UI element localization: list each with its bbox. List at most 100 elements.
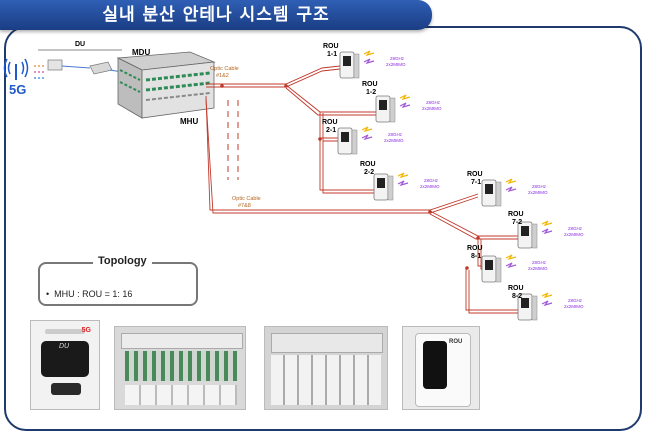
signal-icon	[361, 126, 373, 133]
fiveg-label: 5G	[9, 82, 26, 97]
du-photo-brand: 5G	[81, 327, 91, 334]
optic-cable-1-label: Optic Cable	[210, 66, 239, 72]
antenna-5g-icon	[3, 58, 29, 80]
mhu-label: MHU	[180, 117, 198, 126]
rou-mimo: 2x2MIMO	[384, 138, 404, 143]
rou-screen	[521, 226, 529, 236]
signal-icon	[541, 228, 553, 235]
rou-frequency: 28GHz	[532, 184, 547, 189]
rou-device-side	[387, 175, 394, 201]
rou-id: 8-2	[512, 293, 522, 300]
rou-device-side	[389, 97, 396, 123]
du-photo-label: DU	[59, 343, 70, 350]
rou-screen	[485, 184, 493, 194]
rou-frequency: 28GHz	[532, 260, 547, 265]
rou-frequency: 28GHz	[568, 226, 583, 231]
topology-ratio-text: MHU : ROU = 1: 16	[54, 289, 133, 299]
rou-name: ROU	[323, 43, 339, 50]
title-bar	[0, 0, 432, 30]
rou-frequency: 28GHz	[426, 100, 441, 105]
rou-name: ROU	[360, 161, 376, 168]
rou-screen	[379, 100, 387, 110]
du-device-small	[47, 59, 63, 71]
rou-name: ROU	[467, 245, 483, 252]
rou-device-side	[351, 129, 358, 155]
signal-icon	[399, 94, 411, 101]
page-title: 실내 분산 안테나 시스템 구조	[102, 5, 330, 25]
signal-icon	[505, 178, 517, 185]
rou-screen	[485, 260, 493, 270]
topology-ratio: • MHU : ROU = 1: 16	[46, 289, 133, 299]
rou-id: 8-1	[471, 253, 481, 260]
rou-id: 1-2	[366, 89, 376, 96]
du-group: DU 5G	[3, 41, 123, 97]
rou-name: ROU	[508, 211, 524, 218]
rou-frequency: 28GHz	[390, 56, 405, 61]
rou-device-side	[495, 257, 502, 283]
signal-icon	[541, 300, 553, 307]
du-label: DU	[75, 41, 85, 48]
rou-screen	[521, 298, 529, 308]
mdu-photo-side	[264, 326, 388, 410]
rou-id: 7-1	[471, 179, 481, 186]
rou-mimo: 2x2MIMO	[528, 266, 548, 271]
topology-box	[38, 262, 198, 306]
rou-id: 1-1	[327, 51, 337, 58]
rou-id: 7-2	[512, 219, 522, 226]
signal-icon	[505, 254, 517, 261]
signal-icon	[363, 50, 375, 57]
rou-mimo: 2x2MIMO	[420, 184, 440, 189]
rou-device-side	[531, 295, 538, 321]
rou-photo-label: ROU	[449, 339, 463, 345]
rou-frequency: 28GHz	[424, 178, 439, 183]
signal-icon	[541, 292, 553, 299]
mdu-photo-front	[114, 326, 246, 410]
rou-layer: ROU1-128GHz2x2MIMOROU1-228GHz2x2MIMOROU2…	[322, 43, 584, 321]
rou-device-side	[353, 53, 360, 79]
rou-frequency: 28GHz	[388, 132, 403, 137]
signal-icon	[397, 172, 409, 179]
rou-mimo: 2x2MIMO	[564, 232, 584, 237]
rou-name: ROU	[322, 119, 338, 126]
signal-icon	[363, 58, 375, 65]
signal-icon	[397, 180, 409, 187]
rou-name: ROU	[362, 81, 378, 88]
optic-cables	[205, 65, 518, 314]
rou-photo: ROU	[402, 326, 480, 410]
rou-mimo: 2x2MIMO	[422, 106, 442, 111]
signal-icon	[399, 102, 411, 109]
rou-screen	[377, 178, 385, 188]
signal-icon	[541, 220, 553, 227]
rou-mimo: 2x2MIMO	[564, 304, 584, 309]
topology-title: Topology	[93, 255, 152, 267]
rou-mimo: 2x2MIMO	[386, 62, 406, 67]
signal-icon	[505, 186, 517, 193]
mdu-rack	[116, 51, 216, 119]
rou-name: ROU	[508, 285, 524, 292]
rou-screen	[343, 56, 351, 66]
rou-frequency: 28GHz	[568, 298, 583, 303]
rou-device-side	[531, 223, 538, 249]
signal-icon	[361, 134, 373, 141]
rou-id: 2-1	[326, 127, 336, 134]
rou-name: ROU	[467, 171, 483, 178]
mdu-label: MDU	[132, 48, 150, 57]
signal-icon	[505, 262, 517, 269]
rou-device-side	[495, 181, 502, 207]
du-device-unit	[89, 61, 113, 75]
optic-cable-1-number: #1&2	[216, 73, 229, 79]
optic-cable-2-label: Optic Cable	[232, 196, 261, 202]
rou-screen	[341, 132, 349, 142]
cable-junctions	[220, 84, 480, 270]
rou-id: 2-2	[364, 169, 374, 176]
rou-mimo: 2x2MIMO	[528, 190, 548, 195]
